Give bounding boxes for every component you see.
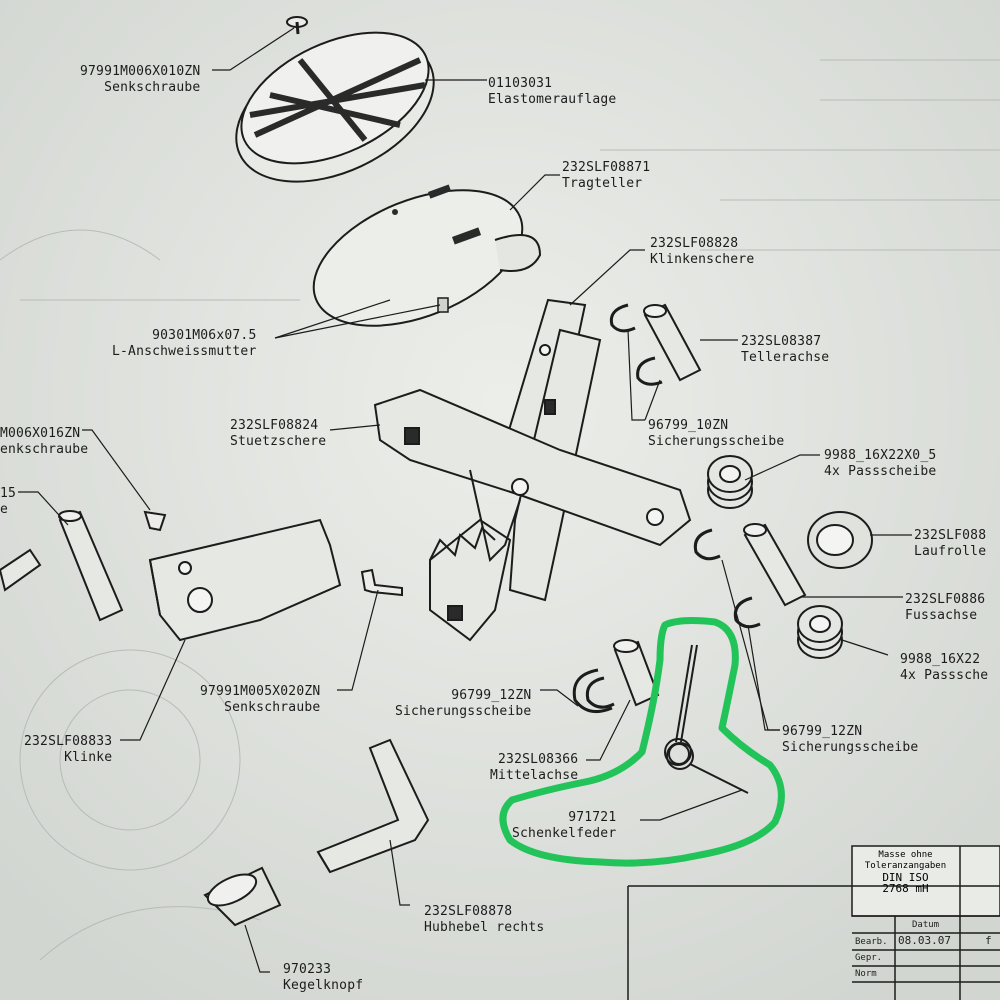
schenkelfeder-part — [664, 644, 749, 794]
highlight-outline — [499, 617, 785, 867]
tragteller-part — [312, 184, 542, 327]
background-ghost-lines — [0, 59, 1000, 961]
mittelachse-part — [613, 639, 660, 707]
screw-m005 — [360, 568, 403, 597]
title-block-gepr: Gepr. — [855, 953, 883, 963]
title-block-bearb: Bearb. — [855, 937, 888, 947]
tellerachse-part — [643, 303, 702, 382]
screw-top — [286, 16, 308, 35]
sicherungsscheibe-12zn-left — [572, 668, 615, 714]
sicherungsscheibe-10zn-pair — [609, 303, 663, 386]
sicherungsscheibe-12zn-right — [693, 528, 761, 629]
title-block-date: 08.03.07 — [898, 934, 951, 947]
title-block-tolerance: Masse ohne Toleranzangaben DIN ISO 2768 … — [864, 850, 947, 895]
elastomerauflage-part — [235, 31, 435, 183]
scissor-assembly — [373, 298, 692, 642]
laufrolle-part — [807, 511, 873, 569]
title-block-name: f — [985, 934, 992, 947]
pin-left — [58, 510, 124, 622]
fussachse-part — [743, 523, 807, 607]
passscheibe-stack-1 — [707, 455, 753, 509]
title-block-frame — [627, 845, 1000, 1000]
part-fragment-left — [0, 548, 42, 592]
passscheibe-stack-2 — [797, 605, 843, 659]
title-block-datum-header: Datum — [912, 920, 940, 930]
klinke-part — [148, 518, 342, 642]
title-block-norm: Norm — [855, 969, 877, 979]
leader-lines — [18, 27, 912, 973]
screw-klinke — [143, 510, 167, 532]
kegelknopf-part — [203, 866, 282, 927]
hubhebel-part — [316, 738, 430, 874]
